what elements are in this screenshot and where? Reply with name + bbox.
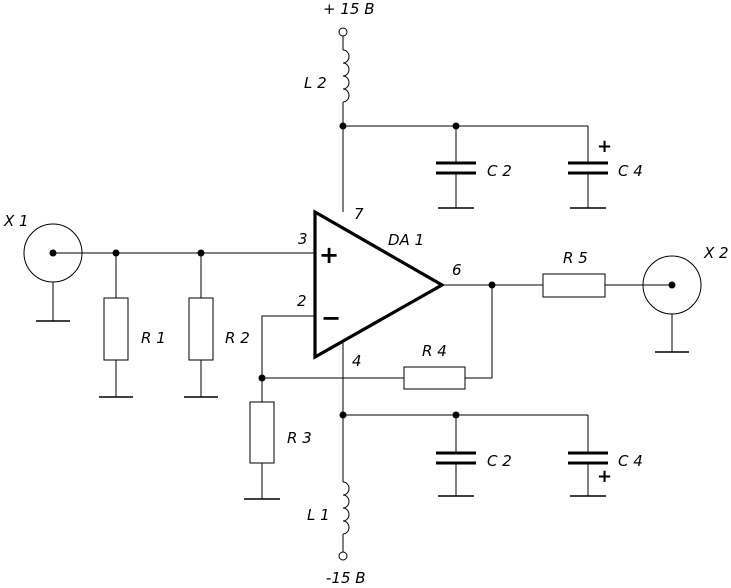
input-connector-x1 <box>23 223 83 322</box>
pin-3-label: 3 <box>298 230 308 248</box>
capacitor-c2-top <box>436 126 476 209</box>
pin-7-label: 7 <box>354 205 364 223</box>
opamp-da1 <box>313 209 446 360</box>
opamp-plus-sign: + <box>319 241 339 269</box>
resistor-r5 <box>542 273 672 298</box>
opamp-minus-sign: − <box>321 304 341 332</box>
capacitor-c4-bottom <box>568 415 608 497</box>
positive-supply-terminal <box>338 27 348 50</box>
resistor-r3-label: R 3 <box>287 429 312 447</box>
resistor-r3 <box>244 378 280 500</box>
inductor-l1-label: L 1 <box>307 506 330 524</box>
resistor-r5-label: R 5 <box>563 249 588 267</box>
junction-dot <box>339 411 347 419</box>
resistor-r1 <box>99 253 133 398</box>
pin-4-label: 4 <box>352 352 362 370</box>
input-connector-label: X 1 <box>3 212 29 230</box>
capacitor-c4-top <box>568 126 608 209</box>
capacitor-c2-top-label: C 2 <box>487 162 512 180</box>
capacitor-c2-bottom-label: C 2 <box>487 452 512 470</box>
inductor-l1 <box>342 481 350 552</box>
resistor-r2-label: R 2 <box>225 329 250 347</box>
capacitor-c2-bottom <box>436 415 476 497</box>
output-connector-x2 <box>642 255 702 353</box>
opamp-name-label: DA 1 <box>388 231 424 249</box>
pin-2-label: 2 <box>297 292 307 310</box>
negative-supply-label: -15 В <box>326 569 366 587</box>
junction-dot <box>488 281 496 289</box>
negative-supply-terminal <box>338 551 348 561</box>
inverting-input-wire <box>261 315 315 378</box>
polarity-plus-top: + <box>597 136 612 157</box>
polarity-plus-bottom: + <box>597 466 612 487</box>
capacitor-c4-top-label: C 4 <box>618 162 643 180</box>
junction-dot <box>339 122 347 130</box>
positive-supply-label: + 15 В <box>323 0 374 18</box>
inductor-l2 <box>342 49 350 103</box>
inductor-l2-label: L 2 <box>304 74 327 92</box>
capacitor-c4-bottom-label: C 4 <box>618 452 643 470</box>
output-connector-label: X 2 <box>703 244 729 262</box>
resistor-r1-label: R 1 <box>141 329 166 347</box>
pin-6-label: 6 <box>452 261 462 279</box>
resistor-r2 <box>184 253 218 398</box>
resistor-r4-label: R 4 <box>422 342 447 360</box>
resistor-r4 <box>403 285 493 390</box>
